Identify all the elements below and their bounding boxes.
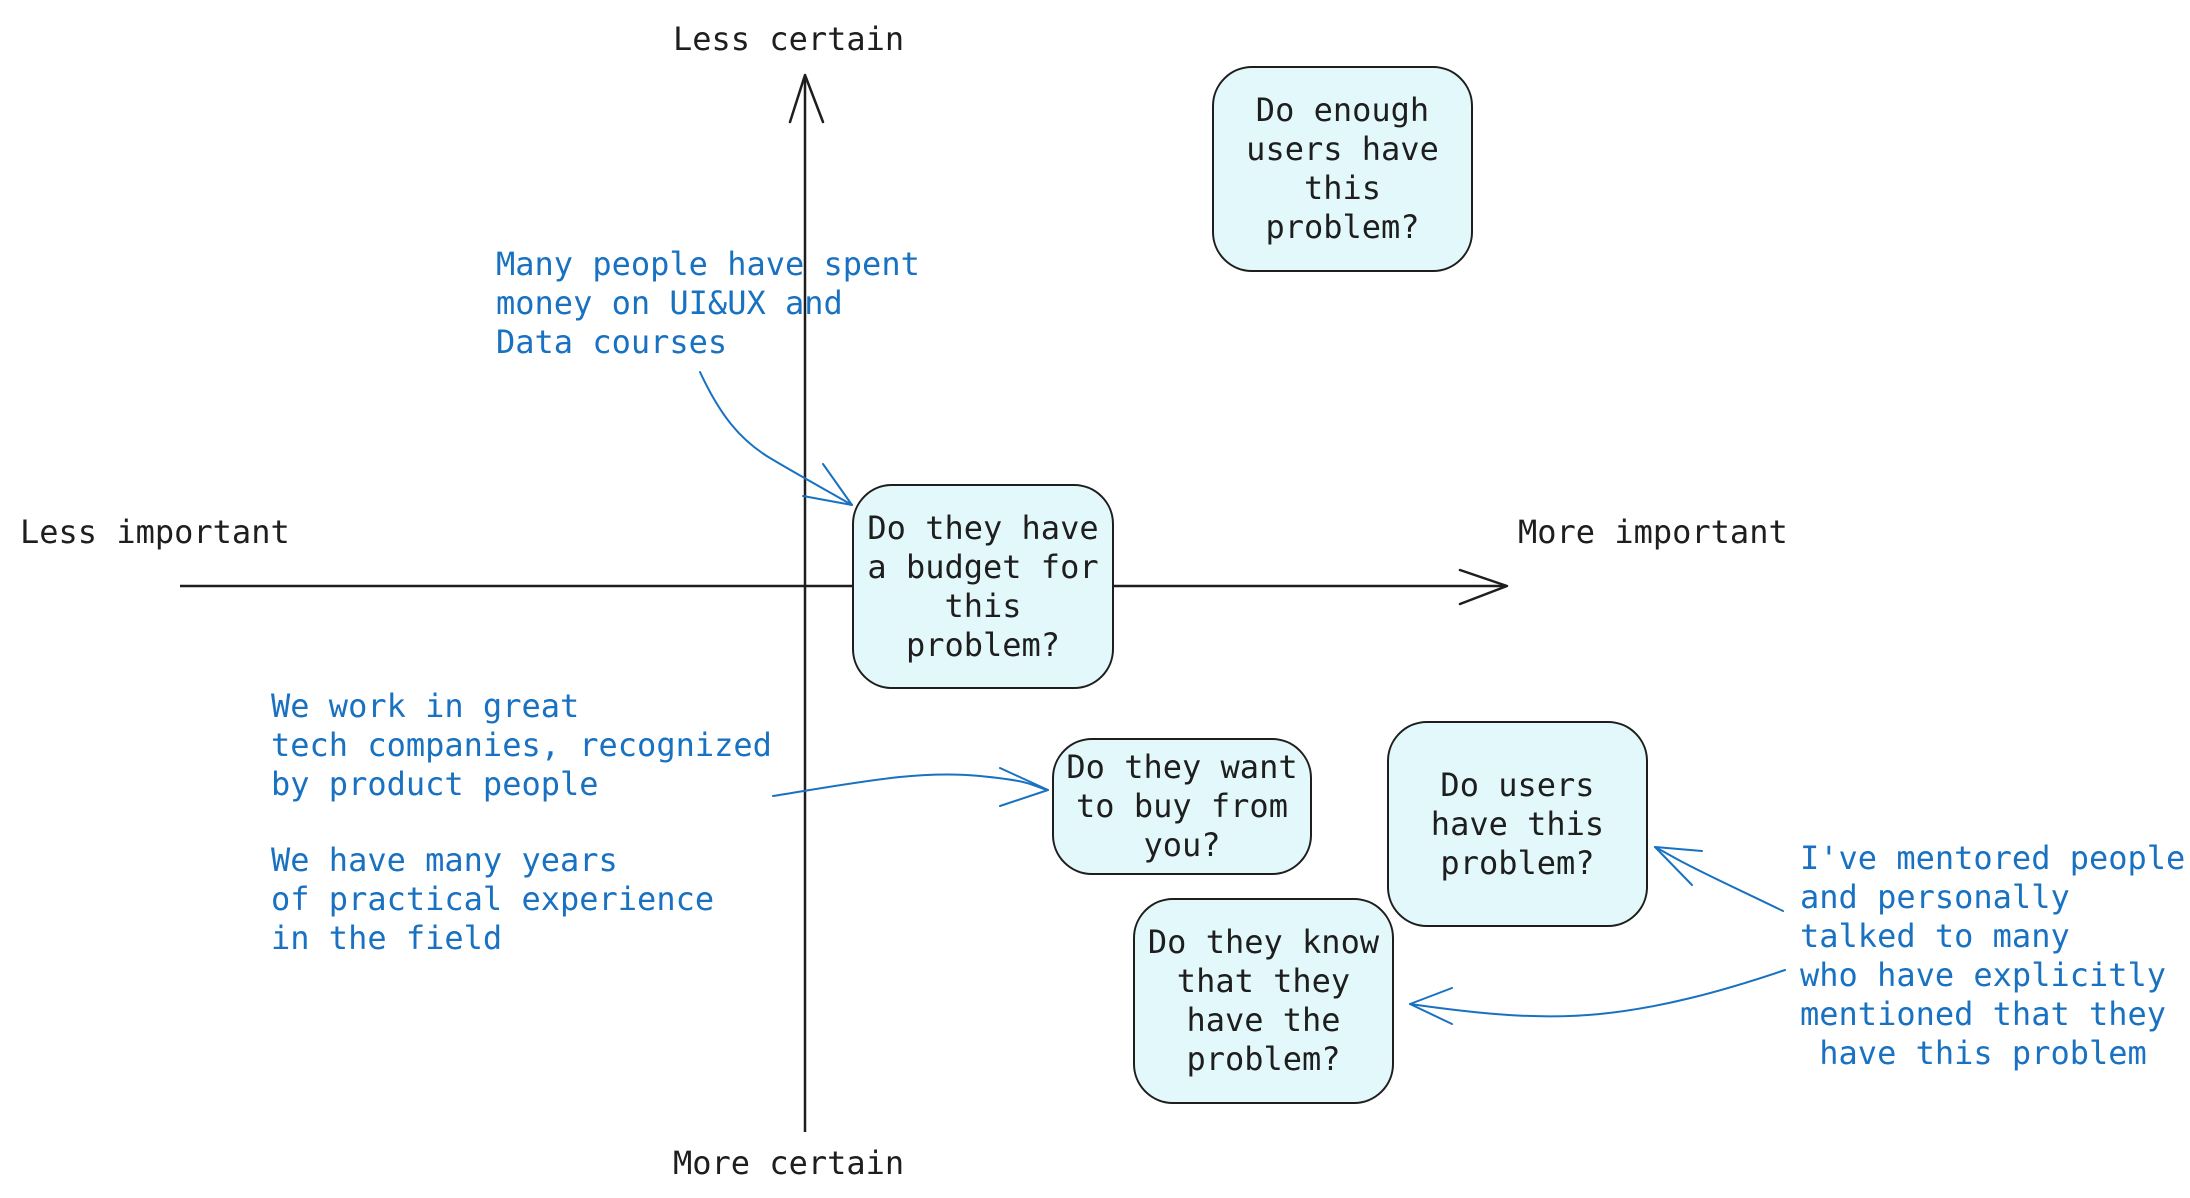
note-courses: Many people have spent money on UI&UX an…: [496, 245, 920, 361]
axis-label-more-certain: More certain: [673, 1144, 905, 1182]
box-want-to-buy-text: Do they want to buy from you?: [1066, 748, 1298, 864]
box-users-have-problem: Do users have this problem?: [1387, 721, 1648, 927]
box-enough-users: Do enough users have this problem?: [1212, 66, 1473, 272]
arrow-mentored-to-know: [1409, 969, 1786, 1018]
arrow-mentored-to-users-head: [1654, 846, 1703, 886]
vertical-axis-arrowhead: [788, 73, 825, 124]
box-enough-users-text: Do enough users have this problem?: [1246, 91, 1439, 246]
box-budget-text: Do they have a budget for this problem?: [867, 508, 1099, 664]
axis-label-less-certain: Less certain: [673, 20, 905, 58]
note-companies: We work in great tech companies, recogni…: [271, 687, 772, 803]
arrow-courses-to-budget: [699, 371, 853, 506]
box-know-problem-text: Do they know that they have the problem?: [1147, 923, 1380, 1078]
arrow-mentored-to-know-head: [1409, 987, 1453, 1025]
box-users-have-problem-text: Do users have this problem?: [1430, 765, 1605, 882]
arrow-mentored-to-users: [1654, 846, 1784, 912]
box-budget: Do they have a budget for this problem?: [852, 484, 1114, 689]
note-experience: We have many years of practical experien…: [271, 841, 715, 957]
axis-label-less-important: Less important: [20, 513, 290, 551]
axis-label-more-important: More important: [1518, 513, 1788, 551]
box-want-to-buy: Do they want to buy from you?: [1052, 738, 1312, 875]
horizontal-axis-arrowhead: [1458, 568, 1509, 606]
arrow-companies-to-buy: [772, 773, 1049, 797]
note-mentored: I've mentored people and personally talk…: [1800, 839, 2186, 1072]
box-know-problem: Do they know that they have the problem?: [1133, 898, 1394, 1104]
arrow-courses-to-budget-head: [802, 463, 853, 506]
arrow-companies-to-buy-head: [999, 767, 1049, 807]
